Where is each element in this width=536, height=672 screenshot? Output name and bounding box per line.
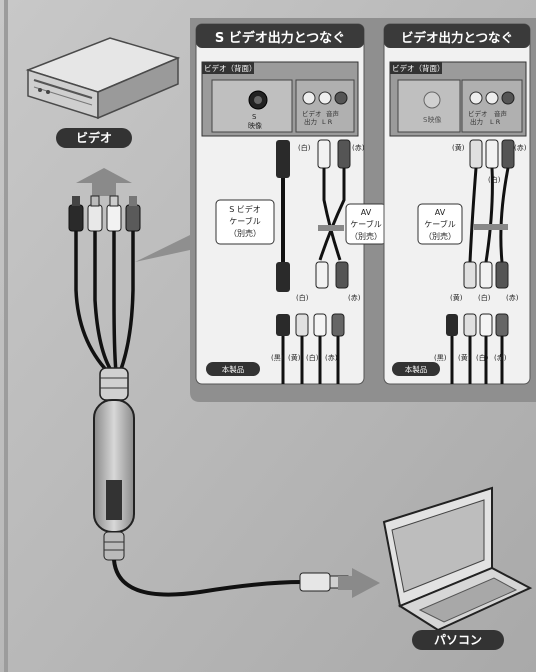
av-cable-label: AV (361, 208, 372, 217)
laptop-device (382, 486, 533, 632)
product-connectors-s (276, 313, 345, 384)
bottom-red-label: (赤) (348, 294, 361, 302)
panel-av-back-label: ビデオ（背面） (392, 63, 445, 73)
panel-s-title: S ビデオ出力とつなぐ (215, 30, 345, 46)
capture-cable (68, 195, 349, 597)
s-video-jack-unused (423, 91, 441, 109)
s-cable-plug-bottom (276, 262, 290, 292)
right-arrow-icon (338, 568, 380, 598)
product-label-av: 本製品 (405, 364, 428, 374)
audio-r-jack-av (501, 91, 515, 105)
pc-label-badge (412, 630, 504, 650)
video-jack-label-2: 出力 (304, 117, 317, 126)
av-white-plug-top-2 (485, 139, 499, 169)
audio-r-jack (334, 91, 348, 105)
video-label-badge (56, 128, 132, 148)
s-jack-label-2: 映像 (248, 121, 262, 130)
av-cable-label-3: （別売） (350, 231, 382, 241)
video-jack-label-av: ビデオ (468, 109, 488, 118)
conn-yellow-label: (黄) (288, 353, 301, 362)
av-red-plug-top (337, 139, 351, 169)
panel-av-header (384, 24, 530, 48)
av-yellow-plug-top (469, 139, 483, 169)
conn-red-label-av: (赤) (494, 354, 507, 362)
plug-yellow-label-av: (黄) (452, 143, 465, 152)
audio-l-jack-av (485, 91, 499, 105)
panel-av-title: ビデオ出力とつなぐ (401, 30, 513, 45)
av-cable-label-2: ケーブル (350, 219, 382, 229)
av-white-plug-bottom (315, 261, 329, 289)
vcr-device (25, 37, 181, 120)
av-red-plug-bottom (335, 261, 349, 289)
av-white-plug-top (317, 139, 331, 169)
video-jack-av (469, 91, 483, 105)
av-red-plug-bottom-2 (495, 261, 509, 289)
av-cable-label-r-3: （別売） (424, 231, 456, 241)
s-cable-label-2: ケーブル (229, 216, 261, 226)
capture-logo (106, 480, 122, 520)
conn-white-label-av: (白) (476, 353, 489, 362)
audio-l-jack (318, 91, 332, 105)
s-cable-label-3: （別売） (229, 228, 261, 238)
av-white-plug-bottom-2 (479, 261, 493, 289)
panel-s-video: S ビデオ出力とつなぐ ビデオ（背面） S 映像 ビデオ 出力 音声 L R (… (195, 23, 387, 385)
s-jack-label-av: S映像 (423, 115, 441, 124)
product-label: 本製品 (222, 364, 245, 374)
plug-white-label: (白) (298, 143, 311, 152)
page-edge (4, 0, 8, 672)
conn-yellow-label-av: (黄) (458, 353, 471, 362)
conn-black-label-av: (黒) (434, 354, 447, 362)
av-red-plug-top-2 (501, 139, 515, 169)
video-jack-label-av-2: 出力 (470, 117, 483, 126)
conn-black-label: (黒) (271, 354, 284, 362)
usb-plug (299, 572, 331, 592)
s-cable-plug-top (276, 140, 290, 178)
bottom-white-label-av: (白) (478, 293, 491, 302)
up-arrow-icon (76, 168, 132, 196)
pc-label: パソコン (434, 633, 482, 647)
panel-s-back-label: ビデオ（背面） (204, 63, 257, 73)
audio-jack-label: 音声 (326, 109, 340, 118)
av-cable-label-r-2: ケーブル (424, 219, 456, 229)
audio-lr-label-av: L R (490, 118, 501, 126)
av-cable-label-r: AV (435, 208, 446, 217)
audio-lr-label: L R (322, 118, 333, 126)
product-connectors-av (446, 313, 509, 384)
plug-white-label-av: (白) (488, 175, 501, 184)
av-yellow-plug-bottom (463, 261, 477, 289)
video-jack (302, 91, 316, 105)
conn-red-label: (赤) (325, 354, 338, 362)
video-jack-label: ビデオ (302, 109, 322, 118)
bottom-red-label-av: (赤) (506, 294, 519, 302)
plug-red-label-av: (赤) (514, 144, 527, 152)
plug-red-label: (赤) (352, 144, 365, 152)
bottom-white-label: (白) (296, 293, 309, 302)
bottom-yellow-label-av: (黄) (450, 293, 463, 302)
s-jack-label: S (252, 113, 257, 121)
video-label: ビデオ (76, 130, 112, 145)
panel-s-header (196, 24, 364, 48)
s-cable-label: S ビデオ (229, 204, 261, 214)
conn-white-label: (白) (306, 353, 319, 362)
panel-av: ビデオ出力とつなぐ ビデオ（背面） S映像 ビデオ 出力 音声 L R (黄) … (383, 23, 531, 385)
audio-jack-label-av: 音声 (494, 109, 508, 118)
